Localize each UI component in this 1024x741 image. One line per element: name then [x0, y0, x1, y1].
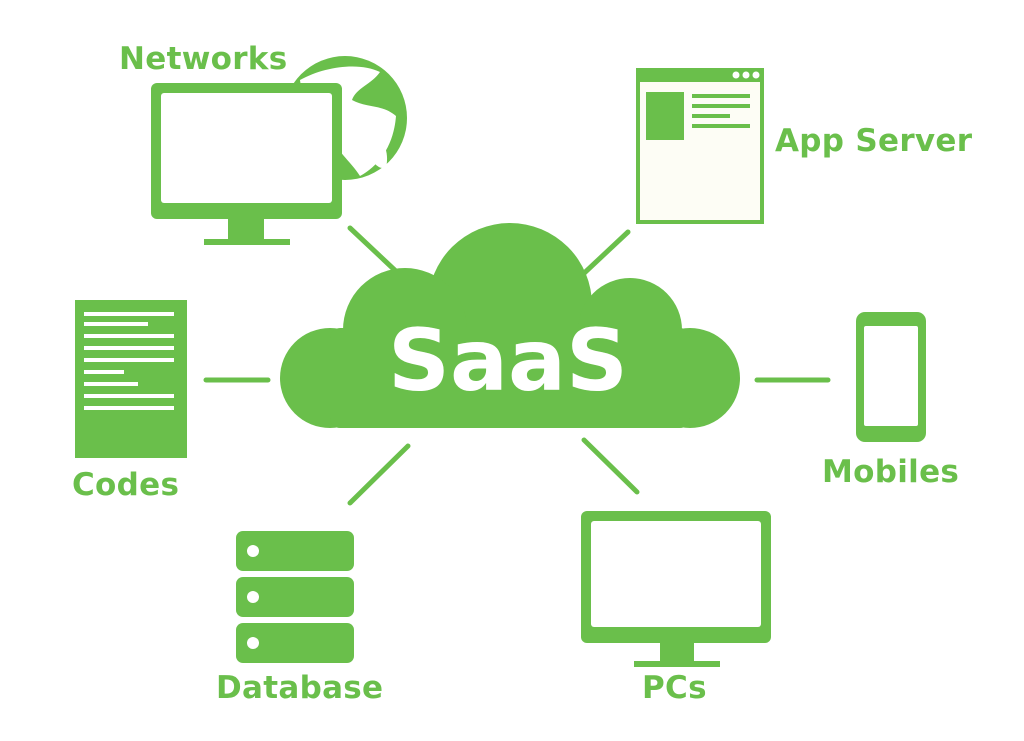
browser-window-icon	[636, 68, 764, 224]
label-pcs: PCs	[642, 670, 707, 706]
connector-database	[347, 443, 411, 506]
label-mobiles: Mobiles	[822, 454, 960, 490]
document-icon	[75, 300, 187, 458]
center-label: SaaS	[388, 311, 628, 411]
pc-monitor-icon	[581, 511, 771, 667]
label-app-server: App Server	[775, 123, 973, 159]
cloud-icon	[280, 223, 740, 428]
connectors	[203, 225, 831, 506]
label-networks: Networks	[119, 41, 288, 77]
monitor-icon	[151, 83, 342, 245]
server-stack-icon	[236, 531, 354, 663]
connector-networks	[347, 225, 403, 278]
connector-pcs	[581, 437, 640, 495]
connector-app-server	[577, 229, 631, 280]
smartphone-icon	[856, 312, 926, 442]
label-database: Database	[216, 670, 384, 706]
label-codes: Codes	[72, 467, 180, 503]
